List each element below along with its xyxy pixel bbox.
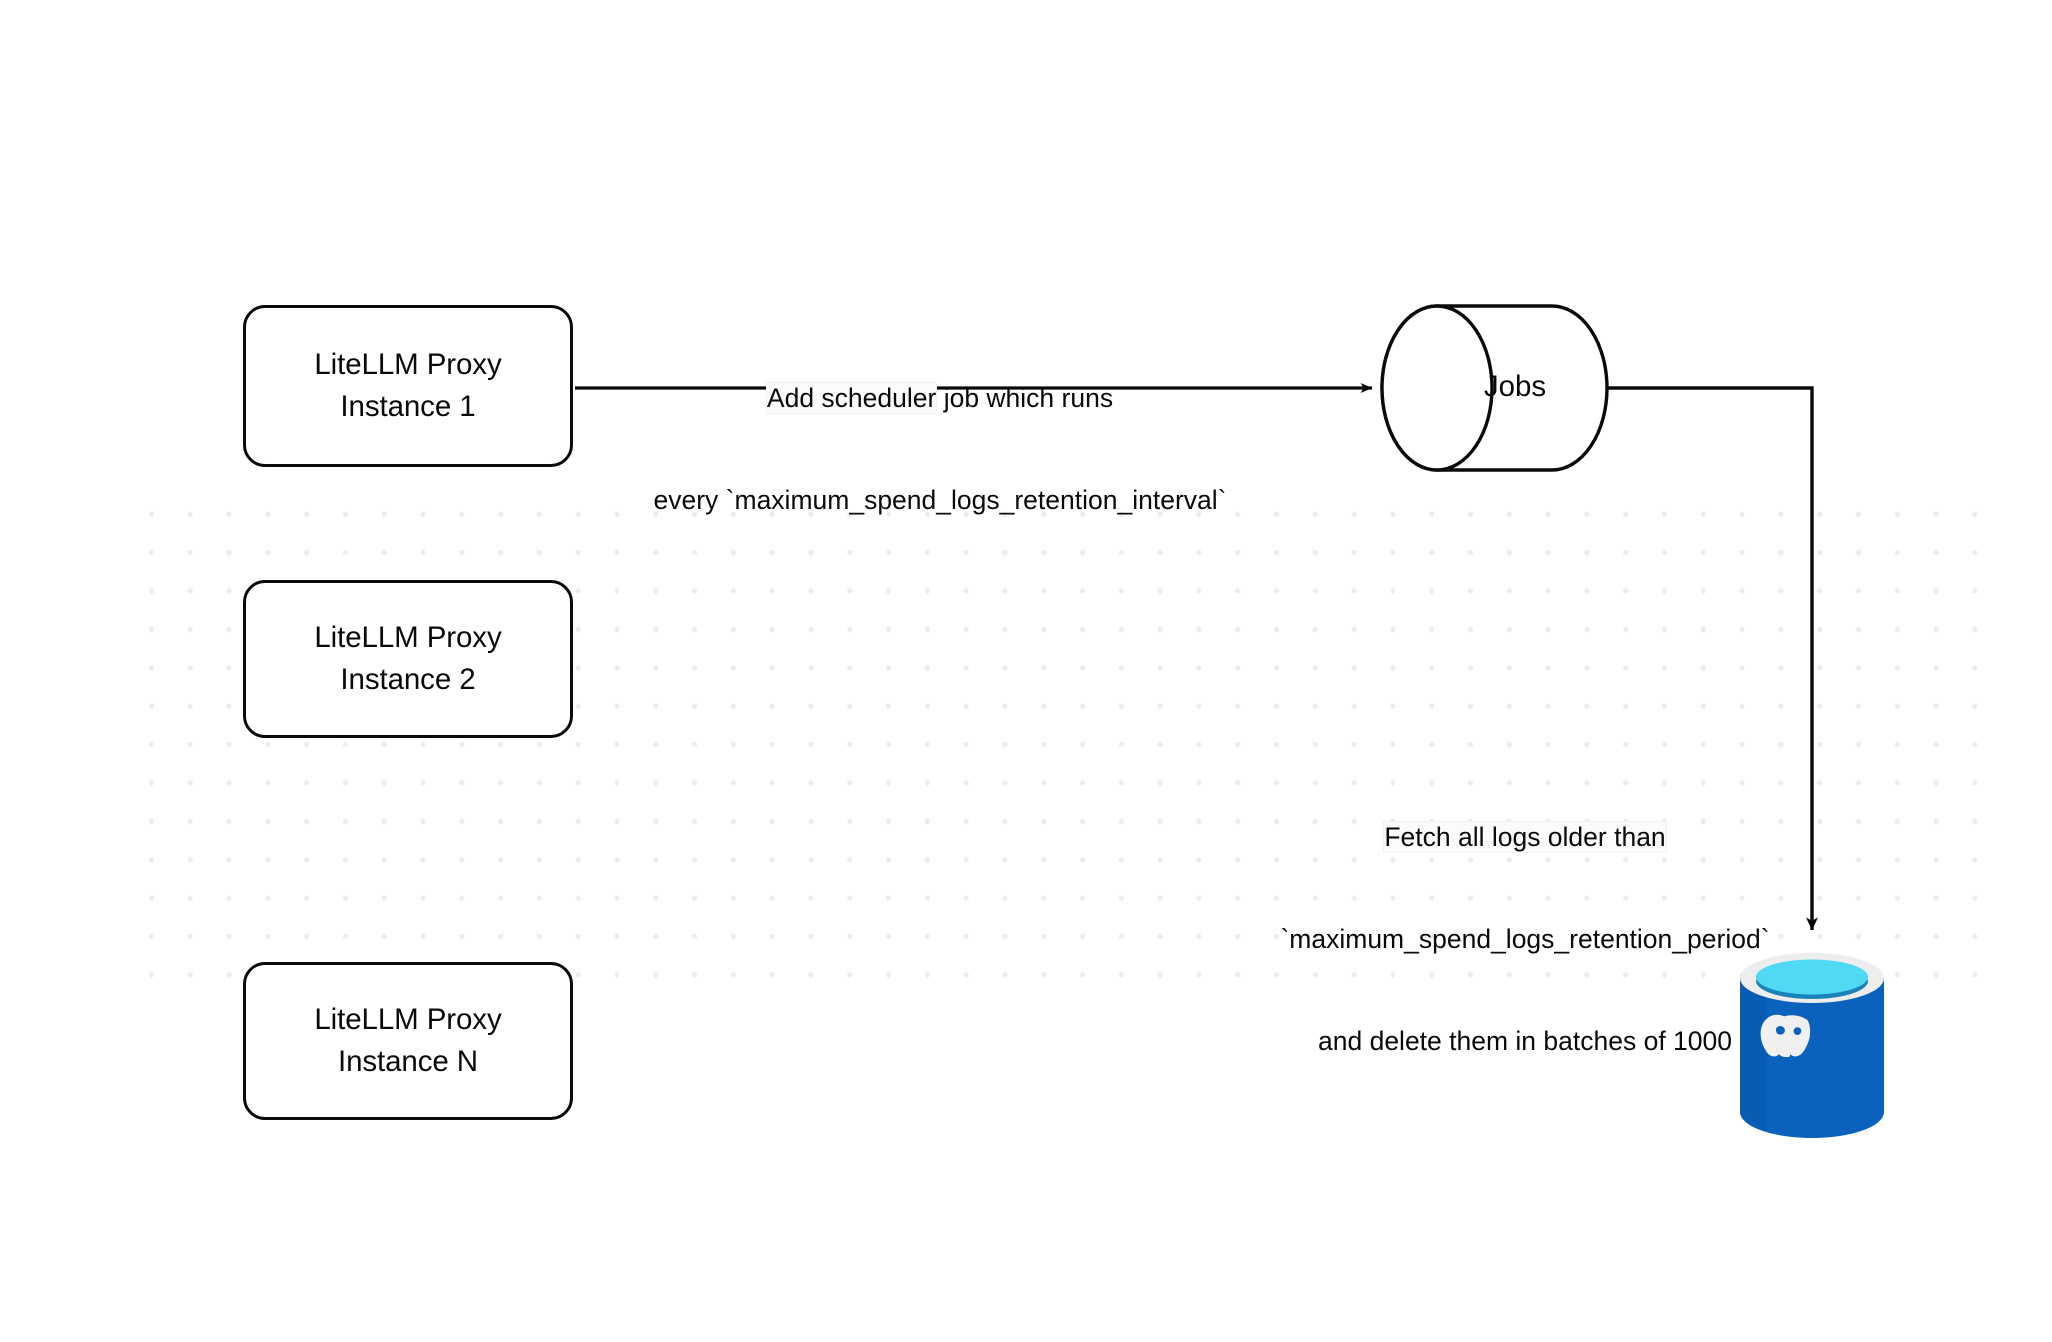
edge-label-fetch: Fetch all logs older than `maximum_spend… [1240,752,1810,1126]
edge-label-highlight: Add scheduler [766,383,937,413]
jobs-cylinder-shape [1380,304,1609,472]
edge-label-line: Fetch all logs older than [1240,820,1810,854]
edge-label-highlight: Fetch all logs older than [1384,822,1666,852]
edge-label-line: every `maximum_spend_logs_retention_inte… [653,485,1227,515]
node-label: LiteLLM Proxy Instance 2 [314,621,502,696]
node-postgres-database[interactable] [1737,952,1887,1138]
node-label: LiteLLM Proxy Instance 1 [314,348,502,423]
edge-label-line: Add scheduler job which runs [590,381,1290,415]
edge-jobs-to-database [1607,386,1818,931]
node-litellm-proxy-instance-2[interactable]: LiteLLM Proxy Instance 2 [243,580,573,738]
edge-label-text: job which runs [936,383,1114,413]
database-body-shade [1740,978,1767,1131]
node-jobs-label: Jobs [1483,370,1547,403]
node-label: LiteLLM Proxy Instance N [314,1003,502,1078]
edge-label-line: and delete them in batches of 1000 [1318,1026,1732,1056]
edge-label-line: `maximum_spend_logs_retention_period` [1280,924,1770,954]
node-litellm-proxy-instance-n[interactable]: LiteLLM Proxy Instance N [243,962,573,1120]
node-litellm-proxy-instance-1[interactable]: LiteLLM Proxy Instance 1 [243,305,573,467]
edge-label-scheduler: Add scheduler job which runs every `maxi… [590,313,1290,585]
database-top-surface [1756,959,1868,995]
postgresql-elephant-icon [1760,1014,1811,1057]
